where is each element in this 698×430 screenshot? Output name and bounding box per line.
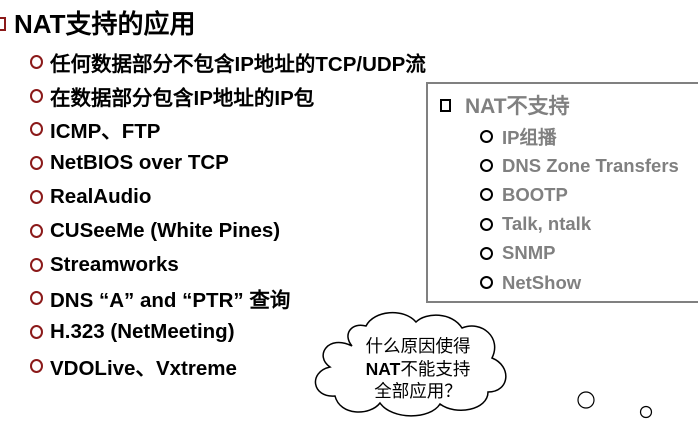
circle-bullet-icon — [30, 257, 43, 272]
circle-bullet-icon — [480, 246, 493, 260]
list-item: H.323 (NetMeeting) — [30, 315, 426, 349]
list-item: ICMP、FTP — [30, 113, 426, 147]
list-item-label: NetShow — [502, 271, 582, 293]
box-title-text: NAT不支持 — [465, 95, 570, 118]
list-item: RealAudio — [30, 180, 426, 214]
list-item-label: NetBIOS over TCP — [50, 151, 229, 175]
list-item: NetShow — [480, 268, 679, 297]
circle-bullet-icon — [30, 190, 43, 205]
slide-title: NAT支持的应用 — [0, 6, 196, 42]
circle-bullet-icon — [30, 54, 43, 69]
circle-bullet-icon — [30, 223, 43, 238]
list-item-label: 任何数据部分不包含IP地址的TCP/UDP流 — [50, 52, 426, 76]
circle-bullet-icon — [30, 325, 43, 340]
list-item: IP组播 — [480, 122, 679, 151]
circle-bullet-icon — [480, 159, 493, 173]
list-item: SNMP — [480, 239, 679, 268]
thought-line-2-bold: NAT — [365, 358, 401, 379]
unsupported-list: IP组播 DNS Zone Transfers BOOTP Talk, ntal… — [480, 122, 679, 297]
list-item-label: CUSeeMe (White Pines) — [50, 218, 281, 242]
list-item: DNS Zone Transfers — [480, 151, 679, 180]
slide-title-text: NAT支持的应用 — [14, 9, 196, 39]
circle-bullet-icon — [480, 130, 493, 144]
list-item-label: IP组播 — [502, 126, 557, 148]
thought-bubble-dot — [577, 391, 595, 409]
list-item: VDOLive、Vxtreme — [30, 349, 426, 383]
thought-line-1: 什么原因使得 — [365, 336, 471, 356]
nat-unsupported-box: NAT不支持 IP组播 DNS Zone Transfers BOOTP Tal… — [426, 82, 698, 303]
list-item: 在数据部分包含IP地址的IP包 — [30, 79, 426, 113]
list-item-label: Streamworks — [50, 252, 179, 276]
list-item: NetBIOS over TCP — [30, 146, 426, 180]
list-item: Streamworks — [30, 248, 426, 282]
list-item-label: Talk, ntalk — [502, 213, 592, 235]
thought-line-2-rest: 不能支持 — [400, 358, 471, 379]
circle-bullet-icon — [480, 217, 493, 231]
thought-bubble-dot — [639, 405, 653, 419]
list-item-label: 在数据部分包含IP地址的IP包 — [50, 86, 315, 110]
circle-bullet-icon — [480, 276, 493, 290]
list-item-label: DNS “A” and “PTR” 查询 — [50, 289, 291, 313]
list-item-label: ICMP、FTP — [50, 120, 161, 144]
list-item-label: SNMP — [502, 242, 556, 264]
circle-bullet-icon — [480, 188, 493, 202]
thought-line-3: 全部应用？ — [374, 381, 462, 401]
circle-bullet-icon — [30, 88, 43, 103]
circle-bullet-icon — [30, 359, 43, 374]
box-title: NAT不支持 — [440, 90, 570, 120]
supported-apps-list: 任何数据部分不包含IP地址的TCP/UDP流 在数据部分包含IP地址的IP包 I… — [30, 45, 426, 383]
circle-bullet-icon — [30, 122, 43, 137]
thought-bubble-text: 什么原因使得 NAT不能支持 全部应用？ — [343, 335, 493, 403]
list-item: CUSeeMe (White Pines) — [30, 214, 426, 248]
square-bullet-icon — [0, 17, 6, 31]
circle-bullet-icon — [30, 291, 43, 306]
square-bullet-icon — [440, 98, 451, 112]
list-item-label: VDOLive、Vxtreme — [50, 357, 237, 381]
circle-bullet-icon — [30, 156, 43, 171]
list-item: BOOTP — [480, 180, 679, 209]
list-item: DNS “A” and “PTR” 查询 — [30, 282, 426, 316]
list-item-label: DNS Zone Transfers — [502, 154, 679, 176]
list-item-label: BOOTP — [502, 183, 568, 205]
thought-line-2: NAT不能支持 — [343, 358, 493, 381]
list-item: 任何数据部分不包含IP地址的TCP/UDP流 — [30, 45, 426, 79]
list-item: Talk, ntalk — [480, 210, 679, 239]
list-item-label: RealAudio — [50, 185, 152, 209]
list-item-label: H.323 (NetMeeting) — [50, 320, 235, 344]
